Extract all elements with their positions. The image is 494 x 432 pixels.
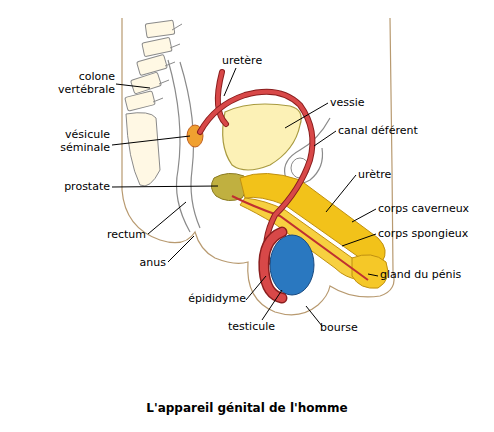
- part-label: corps caverneux: [378, 202, 494, 215]
- part-label: vessie: [330, 96, 390, 109]
- epididymis: [264, 232, 282, 298]
- body-outline: [122, 18, 394, 315]
- part-label: rectum: [90, 228, 146, 241]
- part-label: bourse: [320, 321, 380, 334]
- part-label: uretère: [222, 54, 282, 67]
- part-label: canal déférent: [338, 124, 448, 137]
- figure-caption: L'appareil génital de l'homme: [0, 401, 494, 415]
- part-label: corps spongieux: [378, 227, 494, 240]
- epididymis: [264, 232, 282, 298]
- ureter: [218, 72, 226, 124]
- part-label: vésicule séminale: [40, 128, 110, 154]
- part-label: urètre: [358, 168, 418, 181]
- spine: [125, 20, 182, 186]
- part-label: prostate: [40, 180, 110, 193]
- bladder: [223, 104, 302, 170]
- part-label: testicule: [228, 320, 298, 333]
- part-label: gland du pénis: [380, 268, 490, 281]
- part-label: anus: [110, 256, 166, 269]
- ureter: [218, 72, 226, 124]
- testicle: [270, 235, 314, 295]
- part-label: colone vertébrale: [40, 70, 115, 96]
- part-label: épididyme: [172, 292, 246, 305]
